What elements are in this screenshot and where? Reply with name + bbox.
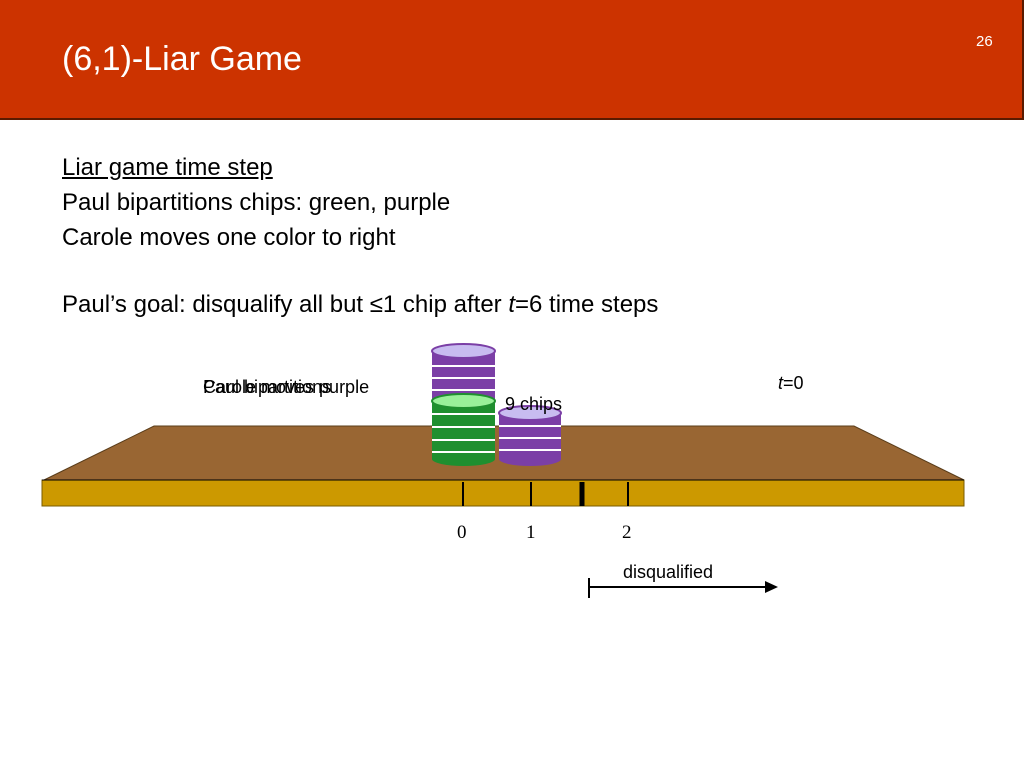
purple-chip-top-right <box>498 405 562 421</box>
body-line-goal: Paul’s goal: disqualify all but ≤1 chip … <box>62 287 658 322</box>
label-carole-moves-purple: Carole moves purple <box>203 377 370 397</box>
chip-stack-left <box>431 343 496 466</box>
game-board-strip <box>41 479 965 507</box>
slide-header: (6,1)-Liar Game 26 <box>0 0 1024 120</box>
time-variable: t <box>778 373 784 393</box>
disqualified-arrowhead <box>765 581 778 593</box>
time-step-label: t=0 <box>778 373 804 394</box>
goal-prefix: Paul’s goal: disqualify all but ≤1 chip … <box>62 291 509 318</box>
tick-label-0: 0 <box>457 522 467 543</box>
chip-stack-right <box>498 405 562 466</box>
slide-body: Liar game time step Paul bipartitions ch… <box>62 150 658 322</box>
time-value: =0 <box>783 373 804 393</box>
chips-count-label: 9 chips <box>505 394 563 414</box>
disqualified-label: disqualified <box>623 562 714 582</box>
green-chip-top <box>431 393 496 409</box>
tick-label-2: 2 <box>622 522 632 543</box>
purple-chip-top <box>431 343 496 359</box>
slide-title: (6,1)-Liar Game <box>62 40 302 78</box>
tick-label-1: 1 <box>526 522 536 543</box>
label-paul-bipartitions: Paul bipartitions <box>203 377 332 397</box>
body-line-carole: Carole moves one color to right <box>62 224 396 251</box>
body-heading: Liar game time step <box>62 154 273 181</box>
goal-variable: t <box>508 291 515 318</box>
body-line-bipartition: Paul bipartitions chips: green, purple <box>62 189 451 216</box>
goal-suffix: =6 time steps <box>515 291 659 318</box>
page-number: 26 <box>976 33 993 50</box>
